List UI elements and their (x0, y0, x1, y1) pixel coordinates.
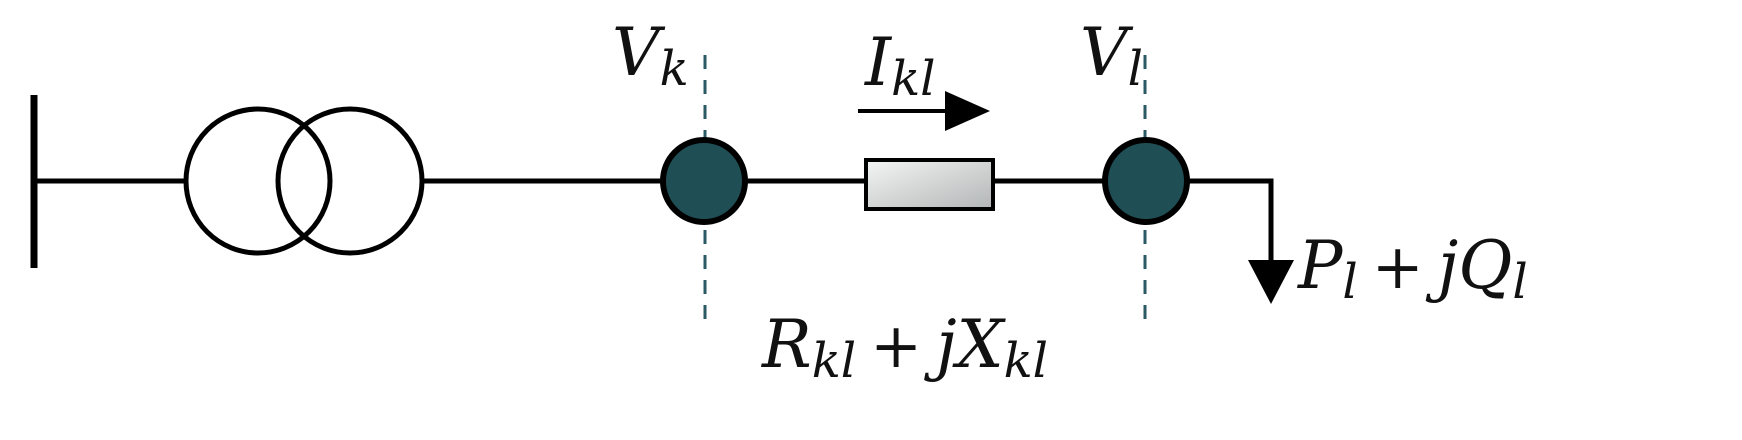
load-arrow-icon (1248, 260, 1294, 304)
label-load: Pl+jQl (1297, 227, 1528, 310)
label-vl: Vl (1080, 14, 1143, 97)
load-line (1187, 178, 1274, 262)
node-l (1102, 137, 1190, 225)
label-impedance: Rkl+jXkl (761, 306, 1048, 389)
current-arrow-icon (945, 91, 990, 131)
impedance-resistor (864, 158, 995, 211)
node-k (660, 137, 748, 225)
label-ikl: Ikl (864, 24, 936, 107)
label-vk: Vk (612, 14, 689, 97)
transformer-icon (183, 106, 425, 256)
